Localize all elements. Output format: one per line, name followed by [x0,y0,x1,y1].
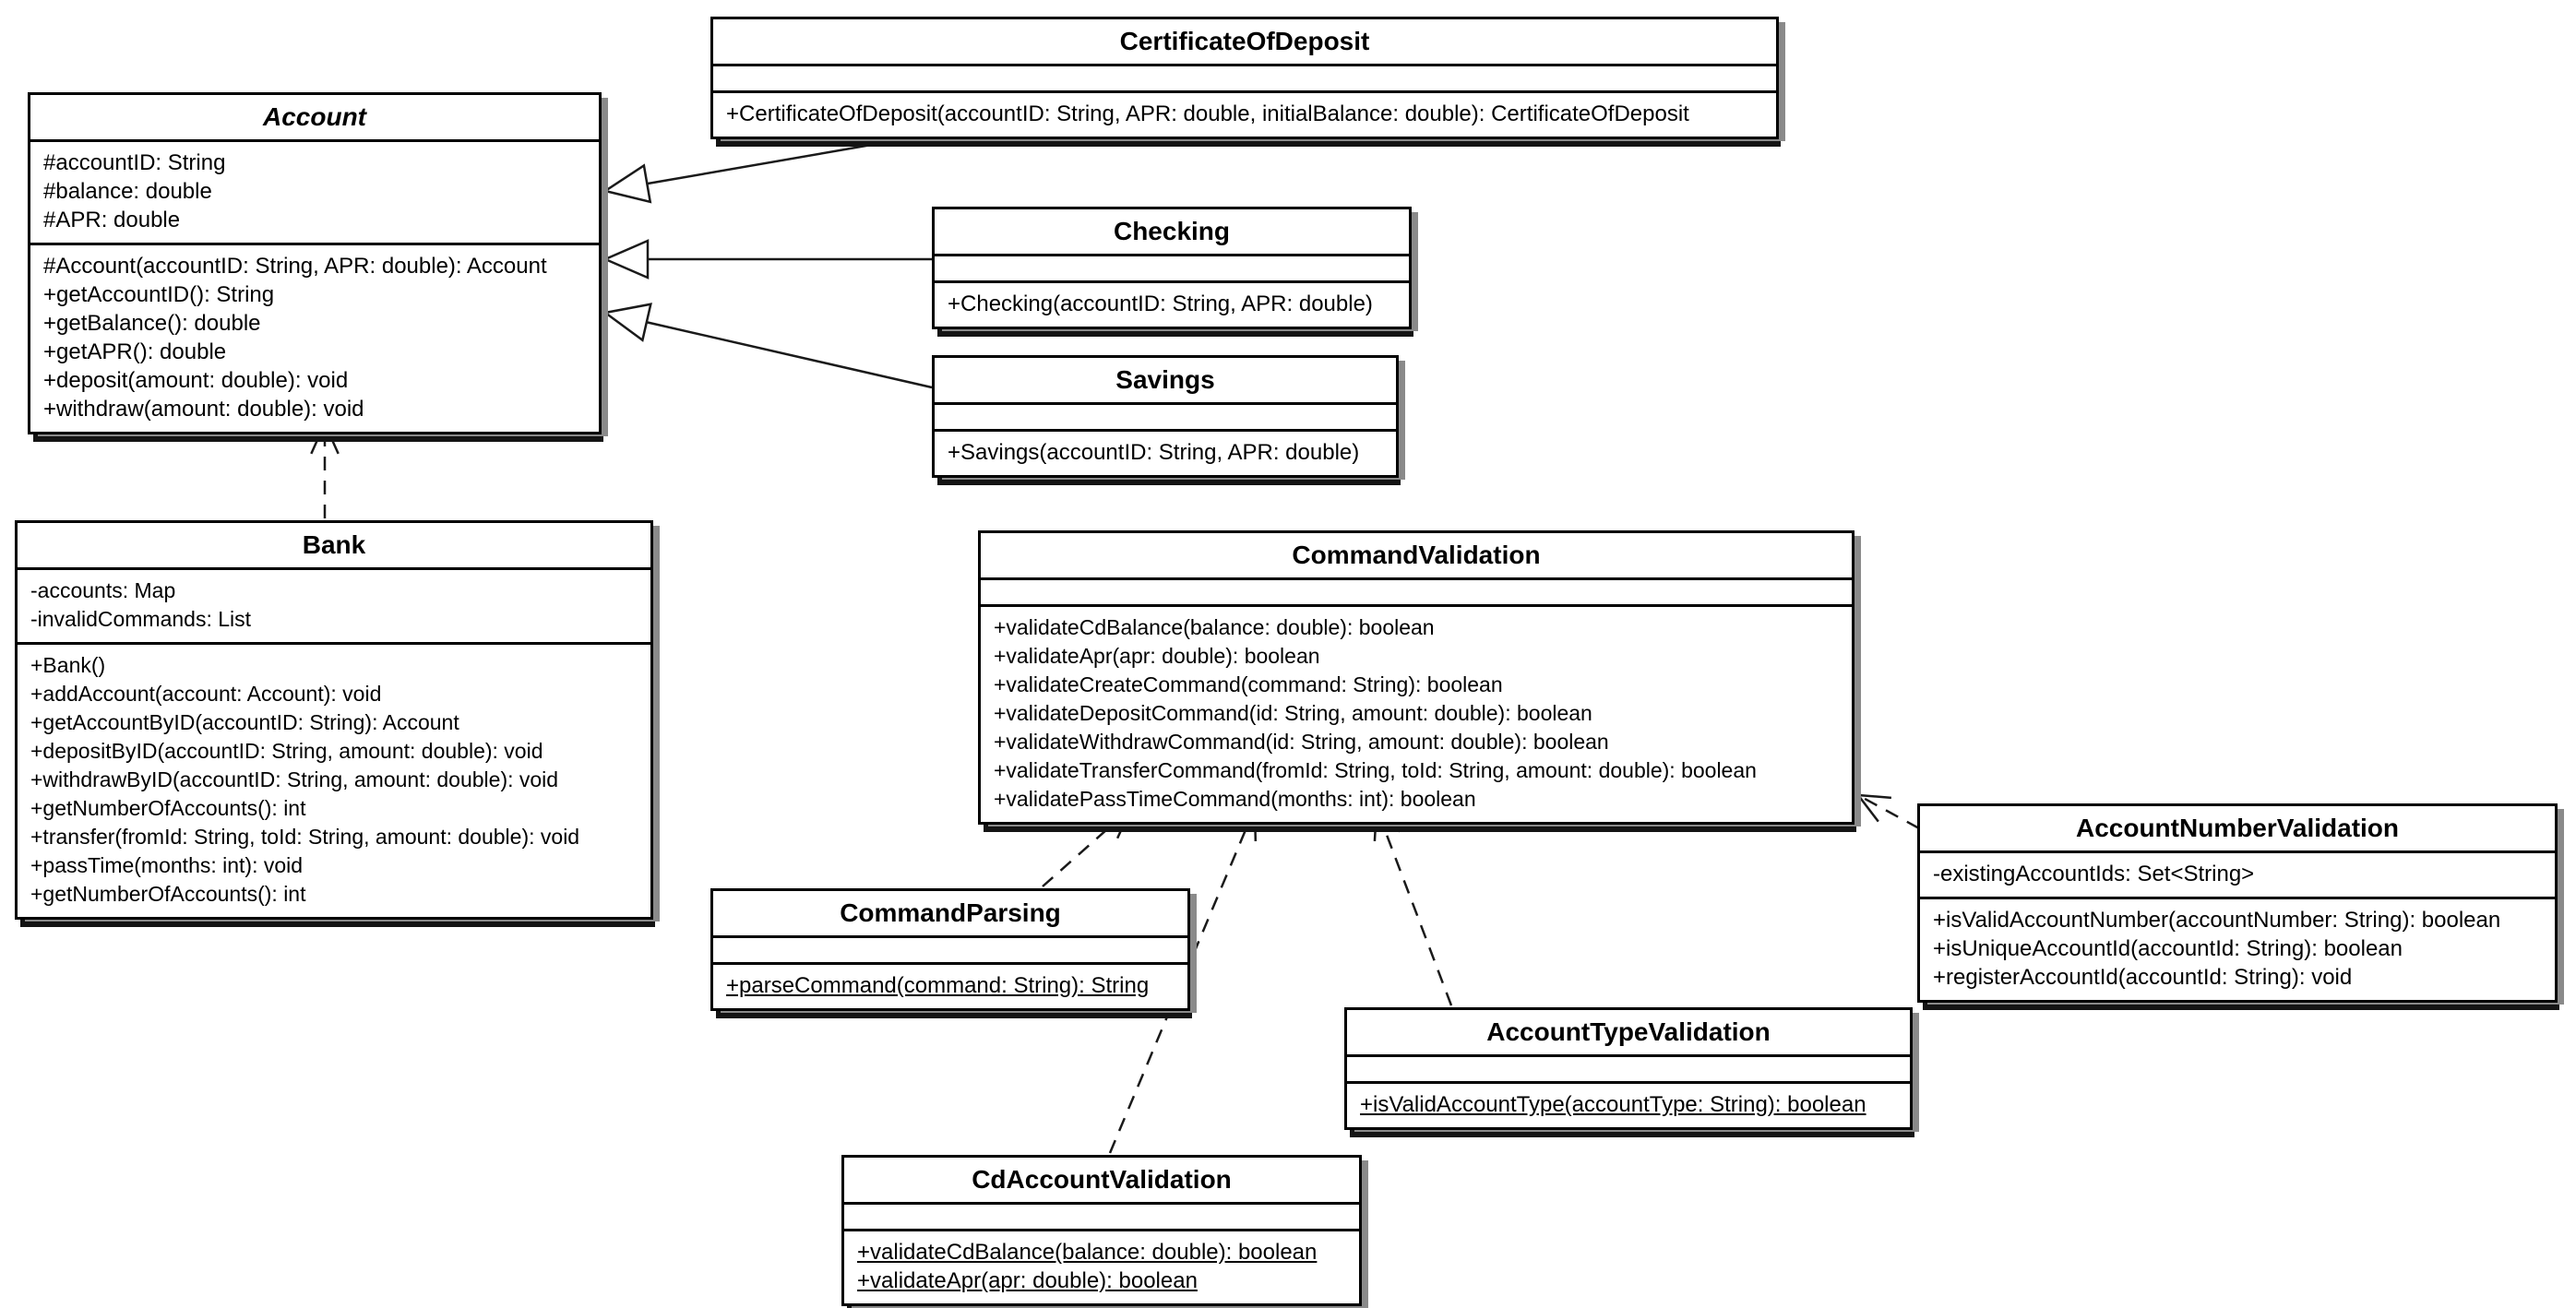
attribute: #APR: double [43,208,181,232]
hollow-triangle-arrowhead [602,239,650,279]
method: +depositByID(accountID: String, amount: … [30,739,543,763]
method: +getBalance(): double [43,311,261,336]
class-name-cdaccountvalidation: CdAccountValidation [844,1158,1359,1205]
class-name-accounttypevalidation: AccountTypeValidation [1347,1010,1910,1057]
certificateofdeposit-attributes-section [713,66,1776,93]
method: +withdrawByID(accountID: String, amount:… [30,767,559,791]
method: +validateWithdrawCommand(id: String, amo… [994,730,1609,754]
checking-methods-section: +Checking(accountID: String, APR: double… [935,283,1409,327]
dashed-line [1375,807,1453,1006]
method: #Account(accountID: String, APR: double)… [43,254,547,279]
hollow-triangle-arrowhead [602,303,652,342]
cdaccountvalidation-methods-section: +validateCdBalance(balance: double): boo… [844,1231,1359,1303]
method: +isUniqueAccountId(accountId: String): b… [1933,936,2403,961]
bank-methods-section: +Bank() +addAccount(account: Account): vo… [18,645,650,917]
method: +passTime(months: int): void [30,853,304,877]
method: +transfer(fromId: String, toId: String, … [30,825,580,849]
dashed-line [1857,793,1920,830]
accountnumbervalidation-methods-section: +isValidAccountNumber(accountNumber: Str… [1920,899,2555,1000]
dependency-arrow-accounttypevalidation-to-commandvalidation [1373,807,1453,1006]
method: +CertificateOfDeposit(accountID: String,… [726,101,1689,126]
method: +getNumberOfAccounts(): int [30,882,306,906]
class-name-savings: Savings [935,358,1396,405]
class-box-commandparsing: CommandParsing +parseCommand(command: Str… [710,888,1190,1011]
accountnumbervalidation-attributes-section: -existingAccountIds: Set<String> [1920,853,2555,899]
accounttypevalidation-methods-section: +isValidAccountType(accountType: String)… [1347,1084,1910,1127]
commandvalidation-methods-section: +validateCdBalance(balance: double): boo… [981,607,1852,822]
bank-attributes-section: -accounts: Map -invalidCommands: List [18,570,650,645]
method: +validateApr(apr: double): boolean [857,1268,1198,1293]
method: +withdraw(amount: double): void [43,397,364,422]
method: +Checking(accountID: String, APR: double… [948,291,1373,316]
class-box-accounttypevalidation: AccountTypeValidation +isValidAccountType… [1344,1007,1913,1130]
class-name-checking: Checking [935,209,1409,256]
attribute: -invalidCommands: List [30,607,252,631]
class-box-certificateofdeposit: CertificateOfDeposit +CertificateOfDeposi… [710,17,1779,139]
method: +deposit(amount: double): void [43,368,349,393]
class-box-checking: Checking +Checking(accountID: String, APR… [932,207,1412,329]
inheritance-arrow-checking-to-account [602,239,932,279]
savings-attributes-section [935,405,1396,432]
certificateofdeposit-methods-section: +CertificateOfDeposit(accountID: String,… [713,93,1776,137]
class-box-account: Account #accountID: String #balance: doubl… [28,92,602,434]
class-box-accountnumbervalidation: AccountNumberValidation -existingAccountI… [1917,803,2558,1003]
method: +Bank() [30,653,106,677]
method: +getAPR(): double [43,339,227,364]
class-name-account: Account [30,95,599,142]
method: +validateApr(apr: double): boolean [994,644,1320,668]
open-arrowhead [1857,794,1879,823]
method: +Savings(accountID: String, APR: double) [948,440,1360,465]
attribute: -existingAccountIds: Set<String> [1933,862,2255,886]
attribute: #balance: double [43,179,212,204]
accounttypevalidation-attributes-section [1347,1057,1910,1084]
method: +getAccountID(): String [43,282,275,307]
cdaccountvalidation-attributes-section [844,1205,1359,1231]
commandvalidation-attributes-section [981,580,1852,607]
inheritance-arrow-certificateofdeposit-to-account [602,127,963,204]
commandparsing-methods-section: +parseCommand(command: String): String [713,965,1187,1008]
dependency-arrow-bank-to-account [310,422,340,518]
class-box-cdaccountvalidation: CdAccountValidation +validateCdBalance(ba… [841,1155,1362,1306]
attribute: -accounts: Map [30,578,176,602]
class-box-savings: Savings +Savings(accountID: String, APR: … [932,355,1399,478]
method: +validateTransferCommand(fromId: String,… [994,758,1757,782]
method: +getNumberOfAccounts(): int [30,796,306,820]
inheritance-arrow-savings-to-account [602,303,933,389]
class-name-bank: Bank [18,523,650,570]
commandparsing-attributes-section [713,938,1187,965]
method: +validateCreateCommand(command: String):… [994,672,1503,696]
account-attributes-section: #accountID: String #balance: double #APR: … [30,142,599,245]
method: +getAccountByID(accountID: String): Acco… [30,710,459,734]
method: +validateCdBalance(balance: double): boo… [857,1240,1318,1265]
class-name-commandvalidation: CommandValidation [981,533,1852,580]
method: +registerAccountId(accountId: String): v… [1933,965,2353,990]
method: +validatePassTimeCommand(months: int): b… [994,787,1476,811]
account-methods-section: #Account(accountID: String, APR: double)… [30,245,599,432]
method: +validateCdBalance(balance: double): boo… [994,615,1435,639]
method: +parseCommand(command: String): String [726,973,1150,998]
dependency-arrow-accountnumbervalidation-to-commandvalidation [1857,793,1920,830]
class-box-commandvalidation: CommandValidation +validateCdBalance(bala… [978,530,1854,825]
method: +isValidAccountType(accountType: String)… [1360,1092,1866,1117]
solid-line [646,321,933,389]
class-name-certificateofdeposit: CertificateOfDeposit [713,19,1776,66]
savings-methods-section: +Savings(accountID: String, APR: double) [935,432,1396,475]
method: +addAccount(account: Account): void [30,682,382,706]
open-arrowhead [1857,793,1891,800]
class-name-commandparsing: CommandParsing [713,891,1187,938]
hollow-triangle-arrowhead [602,163,652,204]
checking-attributes-section [935,256,1409,283]
class-box-bank: Bank -accounts: Map -invalidCommands: List… [15,520,653,920]
attribute: #accountID: String [43,150,226,175]
method: +isValidAccountNumber(accountNumber: Str… [1933,908,2501,933]
class-name-accountnumbervalidation: AccountNumberValidation [1920,806,2555,853]
method: +validateDepositCommand(id: String, amou… [994,701,1592,725]
